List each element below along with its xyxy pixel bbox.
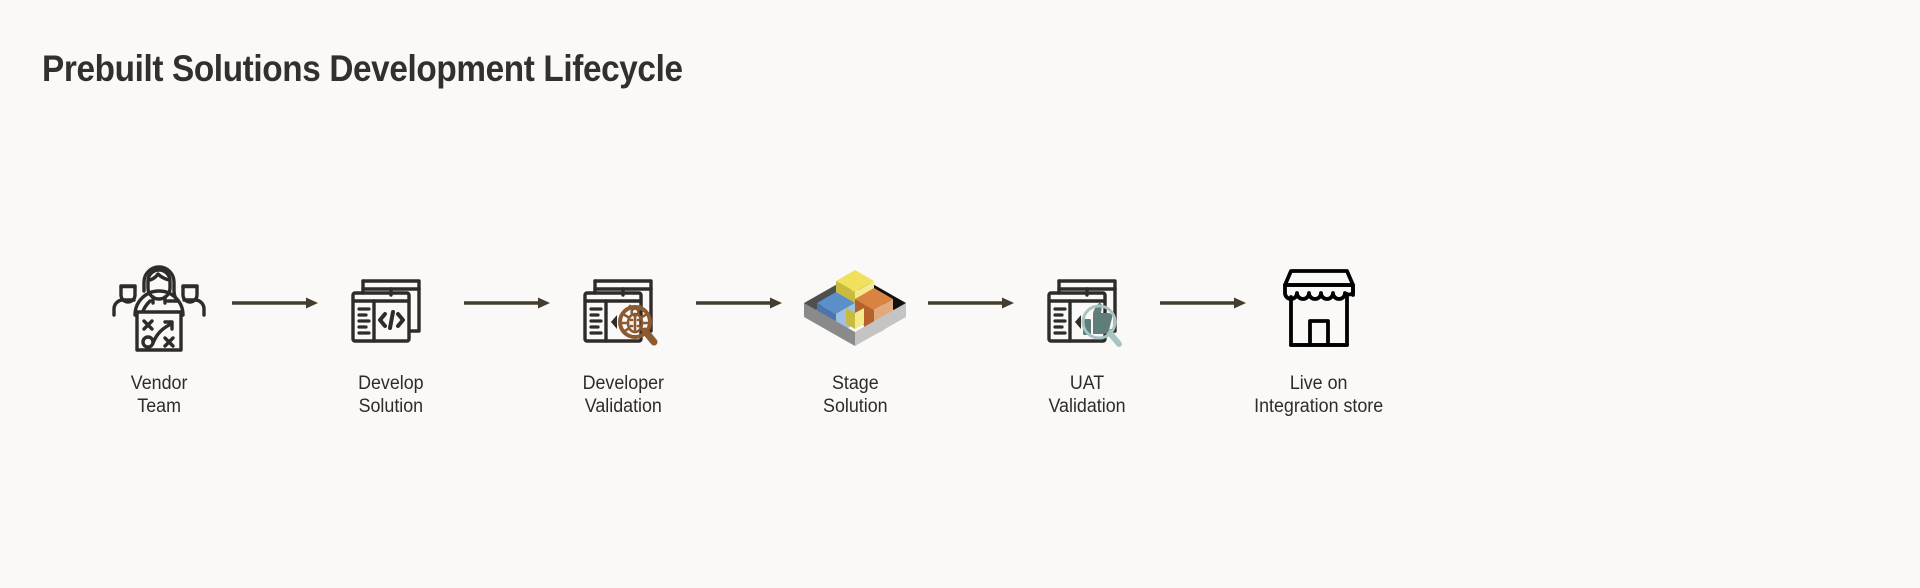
step-uat-validation[interactable]: UAT Validation [1014, 248, 1160, 418]
step-label-line1: Live on [1290, 373, 1348, 394]
step-label-line1: Develop [358, 373, 424, 394]
step-developer-validation[interactable]: Developer Validation [550, 248, 696, 418]
step-label-line2: Integration store [1254, 396, 1384, 418]
container-blocks-icon [782, 248, 928, 358]
step-label-live-integration-store: Live on Integration store [1254, 372, 1383, 418]
step-live-integration-store[interactable]: Live on Integration store [1246, 248, 1392, 418]
step-vendor-team[interactable]: Vendor Team [86, 248, 232, 418]
step-label-line1: Stage [831, 373, 879, 394]
lifecycle-flow-diagram: Vendor Team [86, 248, 1392, 428]
step-develop-solution[interactable]: Develop Solution [318, 248, 464, 418]
arrow-right-icon [696, 248, 782, 358]
step-label-uat-validation: UAT Validation [1048, 372, 1125, 418]
step-stage-solution[interactable]: Stage Solution [782, 248, 928, 418]
bug-magnifier-window-icon [550, 248, 696, 358]
step-label-develop-solution: Develop Solution [358, 372, 424, 418]
team-strategy-icon [86, 248, 232, 358]
step-label-line1: Vendor [130, 373, 188, 394]
step-label-line1: UAT [1069, 373, 1105, 394]
step-label-line2: Solution [358, 396, 424, 418]
step-label-line1: Developer [582, 373, 664, 394]
step-label-vendor-team: Vendor Team [131, 372, 188, 418]
thumbs-up-magnifier-window-icon [1014, 248, 1160, 358]
arrow-right-icon [1160, 248, 1246, 358]
step-label-developer-validation: Developer Validation [582, 372, 663, 418]
step-label-line2: Team [137, 396, 181, 418]
arrow-right-icon [232, 248, 318, 358]
step-label-stage-solution: Stage Solution [823, 372, 888, 418]
step-label-line2: Validation [1048, 396, 1126, 418]
arrow-right-icon [928, 248, 1014, 358]
arrow-right-icon [464, 248, 550, 358]
storefront-icon [1246, 248, 1392, 358]
code-window-icon [318, 248, 464, 358]
page-title: Prebuilt Solutions Development Lifecycle [42, 48, 683, 89]
step-label-line2: Solution [822, 396, 888, 418]
step-label-line2: Validation [584, 396, 662, 418]
